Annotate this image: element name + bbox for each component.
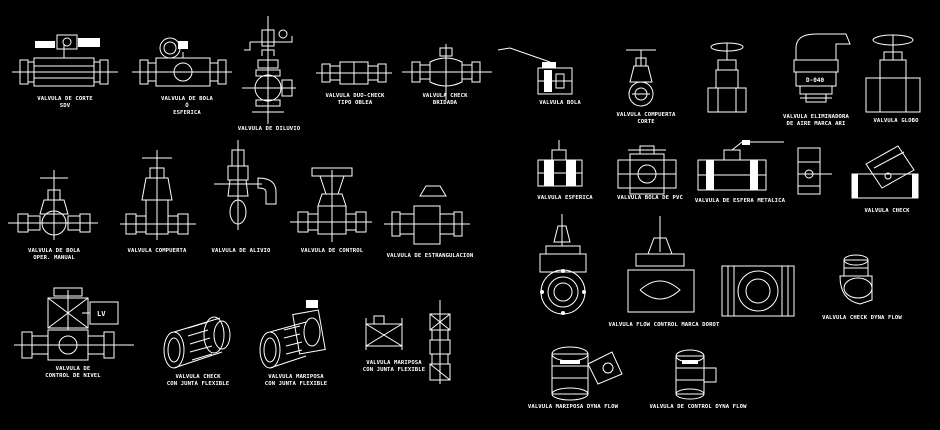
label-air-eliminator: VALVULA ELIMINADORA DE AIRE MARCA ARI (766, 114, 866, 128)
shutoff-sdv-valve-symbol (12, 34, 118, 87)
throttle-valve-symbol (384, 185, 470, 245)
label-line: VALVULA DE DILUVIO (237, 126, 301, 132)
label-gate: VALVULA COMPUERTA (114, 248, 200, 255)
label-line: VALVULA DE BOLA (27, 248, 81, 254)
label-line: VALVULA ELIMINADORA (783, 114, 849, 120)
ari-tag-text: D-040 (806, 77, 824, 84)
sphere-valve-symbol (537, 140, 583, 187)
level-control-valve-symbol (14, 287, 134, 361)
label-line: CON JUNTA FLEXIBLE (362, 367, 426, 373)
dyna-flow-check-valve-symbol (839, 254, 873, 305)
relief-valve-symbol (214, 140, 277, 230)
label-line: VALVULA CHECK (864, 208, 910, 214)
label-line: VALVULA DUO-CHECK (325, 93, 385, 99)
label-throttle: VALVULA DE ESTRANGULACION (382, 253, 478, 260)
label-line: VALVULA MARIPOSA DYNA FLOW (527, 404, 619, 410)
label-line: VALVULA COMPUERTA (616, 112, 676, 118)
label-line: OPER. MANUAL (33, 255, 75, 261)
label-metal-sphere: VALVULA DE ESFERA METALICA (688, 198, 792, 205)
lv-tag-text: LV (97, 310, 106, 318)
gate-3d-valve-symbol (707, 42, 747, 113)
label-ball-or-sphere: VALVULA DE BOLA Ó ESFERICA (144, 96, 230, 117)
label-butterfly-dyna-flow: VALVULA MARIPOSA DYNA FLOW (518, 404, 628, 411)
label-line: ESFERICA (173, 110, 201, 116)
label-gate-cut: VALVULA COMPUERTA CORTE (608, 112, 684, 126)
label-line: Ó (185, 103, 189, 109)
label-line: VALVULA MARIPOSA (268, 374, 324, 380)
label-line: SDV (59, 103, 71, 109)
label-relief: VALVULA DE ALIVIO (202, 248, 280, 255)
dorot-flow-control-side-symbol (627, 216, 695, 313)
label-sphere: VALVULA ESFERICA (526, 195, 604, 202)
label-line: BRIDADA (432, 100, 458, 106)
label-line: VALVULA DE CONTROL (300, 248, 364, 254)
label-line: VALVULA CHECK (422, 93, 468, 99)
dyna-flow-control-valve-symbol (675, 349, 717, 400)
label-line: DE AIRE MARCA ARI (786, 121, 846, 127)
label-line: VALVULA MARIPOSA (366, 360, 422, 366)
label-butterfly-flexible-a: VALVULA MARIPOSA CON JUNTA FLEXIBLE (250, 374, 342, 388)
label-deluge: VALVULA DE DILUVIO (226, 126, 312, 133)
label-line: CON JUNTA FLEXIBLE (264, 381, 328, 387)
dorot-flow-control-gate-symbol (539, 214, 587, 315)
label-line: VALVULA DE ALIVIO (211, 248, 271, 254)
label-butterfly-flexible-b: VALVULA MARIPOSA CON JUNTA FLEXIBLE (348, 360, 440, 374)
label-check-dyna-flow: VALVULA CHECK DYNA FLOW (810, 315, 914, 322)
label-line: VALVULA ESFERICA (537, 195, 593, 201)
label-pvc-ball: VALVULA BOLA DE PVC (608, 195, 692, 202)
label-level-control: VALVULA DE CONTROL DE NIVEL (28, 366, 118, 380)
label-shutoff-sdv: VALVULA DE CORTE SDV (22, 96, 108, 110)
label-globe: VALVULA GLOBO (866, 118, 926, 125)
label-ball-valve: VALVULA BOLA (524, 100, 596, 107)
label-line: VALVULA DE CONTROL DYNA FLOW (649, 404, 747, 410)
control-valve-symbol (290, 167, 372, 242)
air-eliminator-valve-symbol (793, 33, 851, 103)
globe-valve-symbol (865, 34, 921, 113)
butterfly-flexible-joint-3d-symbol (259, 300, 326, 369)
label-line: VALVULA COMPUERTA (127, 248, 187, 254)
dorot-flow-control-front-symbol (721, 265, 795, 317)
label-control-dyna-flow: VALVULA DE CONTROL DYNA FLOW (640, 404, 756, 411)
label-line: VALVULA BOLA (539, 100, 581, 106)
metal-sphere-valve-symbol (697, 140, 784, 191)
dyna-flow-butterfly-valve-symbol (551, 346, 623, 401)
ball-sphere-valve-symbol (132, 37, 232, 87)
check-flexible-joint-symbol (163, 316, 231, 369)
pvc-ball-valve-symbol (617, 145, 677, 195)
label-check: VALVULA CHECK (852, 208, 922, 215)
ball-manual-valve-symbol (8, 170, 98, 240)
check-valve-symbol (851, 145, 919, 199)
label-line: TIPO OBLEA (337, 100, 373, 106)
label-line: CORTE (637, 119, 655, 125)
label-line: VALVULA DE ESFERA METALICA (694, 198, 786, 204)
label-line: VALVULA GLOBO (873, 118, 919, 124)
gate-cut-valve-symbol (626, 49, 656, 107)
label-line: VALVULA DE CORTE (37, 96, 93, 102)
label-check-flexible: VALVULA CHECK CON JUNTA FLEXIBLE (152, 374, 244, 388)
butterfly-flexible-joint-front-symbol (365, 315, 403, 350)
label-ball-manual: VALVULA DE BOLA OPER. MANUAL (12, 248, 96, 262)
label-line: CON JUNTA FLEXIBLE (166, 381, 230, 387)
gate-valve-symbol (120, 150, 196, 240)
label-line: VALVULA CHECK DYNA FLOW (822, 315, 902, 321)
check-flanged-valve-symbol (402, 44, 492, 100)
label-line: VALVULA CHECK (175, 374, 221, 380)
label-duo-check: VALVULA DUO-CHECK TIPO OBLEA (312, 93, 398, 107)
label-check-flanged: VALVULA CHECK BRIDADA (402, 93, 488, 107)
duo-check-wafer-valve-symbol (316, 61, 392, 85)
deluge-valve-symbol (242, 16, 296, 124)
label-line: VALVULA FLOW CONTROL MARCA DOROT (608, 322, 720, 328)
label-line: CONTROL DE NIVEL (45, 373, 101, 379)
label-control: VALVULA DE CONTROL (290, 248, 374, 255)
label-line: VALVULA BOLA DE PVC (617, 195, 683, 201)
label-flow-control-dorot: VALVULA FLOW CONTROL MARCA DOROT (600, 322, 728, 329)
ball-lever-valve-symbol (497, 47, 573, 95)
butterfly-vertical-assembly-symbol (429, 300, 451, 384)
label-line: VALVULA DE ESTRANGULACION (386, 253, 474, 259)
label-line: VALVULA DE (55, 366, 91, 372)
label-line: VALVULA DE BOLA (160, 96, 214, 102)
tee-valve-symbol (797, 147, 832, 195)
